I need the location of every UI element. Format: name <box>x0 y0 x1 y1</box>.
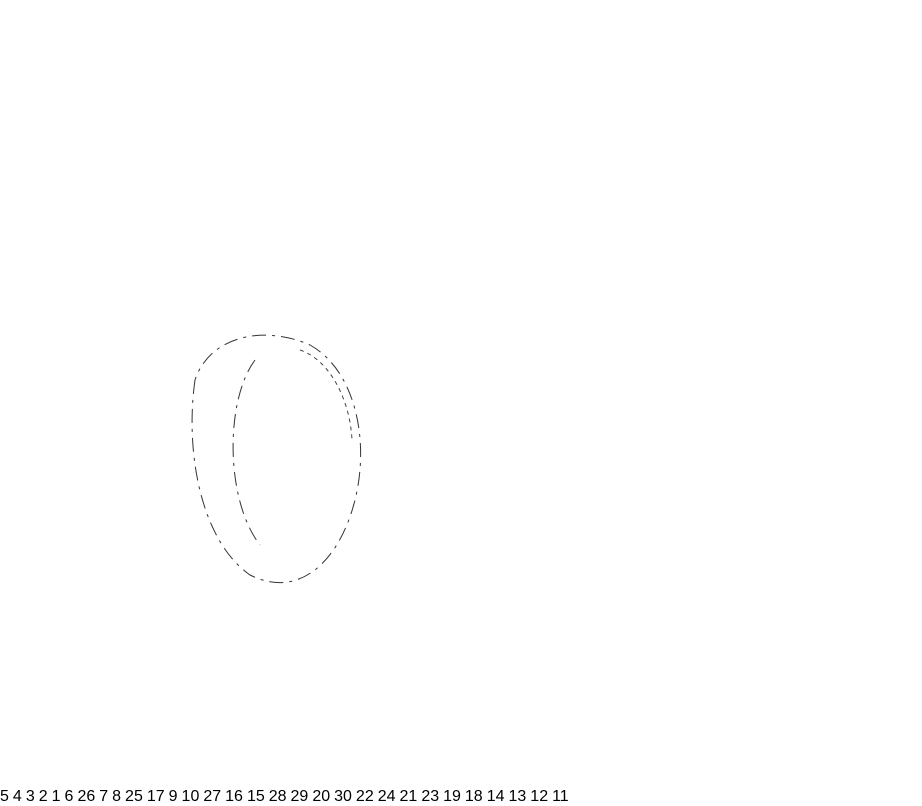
callout-4: 4 <box>12 788 22 805</box>
callout-11: 11 <box>552 788 569 805</box>
callout-1: 1 <box>51 788 61 805</box>
callout-5: 5 <box>0 788 9 805</box>
parts-exploded-diagram <box>191 334 362 584</box>
callout-15: 15 <box>246 788 265 805</box>
diagram-canvas <box>191 334 362 584</box>
callout-27: 27 <box>203 788 222 805</box>
chassis-outline <box>191 334 362 584</box>
callout-16: 16 <box>225 788 243 805</box>
callout-19: 19 <box>443 788 461 805</box>
callout-12: 12 <box>530 788 549 805</box>
callout-18: 18 <box>464 788 483 805</box>
callout-10: 10 <box>181 788 200 805</box>
callout-22: 22 <box>355 788 374 805</box>
callout-7: 7 <box>99 788 109 805</box>
callout-20: 20 <box>312 788 331 805</box>
callout-26: 26 <box>77 788 96 805</box>
callout-25: 25 <box>125 788 143 805</box>
callout-17: 17 <box>146 788 165 805</box>
left-wheel <box>191 334 362 584</box>
callout-2: 2 <box>38 788 48 805</box>
callout-6: 6 <box>64 788 74 805</box>
callout-13: 13 <box>508 788 527 805</box>
callout-14: 14 <box>486 788 505 805</box>
callout-28: 28 <box>268 788 287 805</box>
callout-24: 24 <box>377 788 396 805</box>
callout-21: 21 <box>399 788 418 805</box>
callout-29: 29 <box>290 788 309 805</box>
callout-3: 3 <box>25 788 35 805</box>
callout-23: 23 <box>421 788 440 805</box>
callout-labels: 5 4 3 2 1 6 26 7 8 25 17 9 10 27 16 15 2… <box>0 788 569 805</box>
callout-30: 30 <box>334 788 352 805</box>
callout-9: 9 <box>168 788 178 805</box>
callout-8: 8 <box>112 788 122 805</box>
